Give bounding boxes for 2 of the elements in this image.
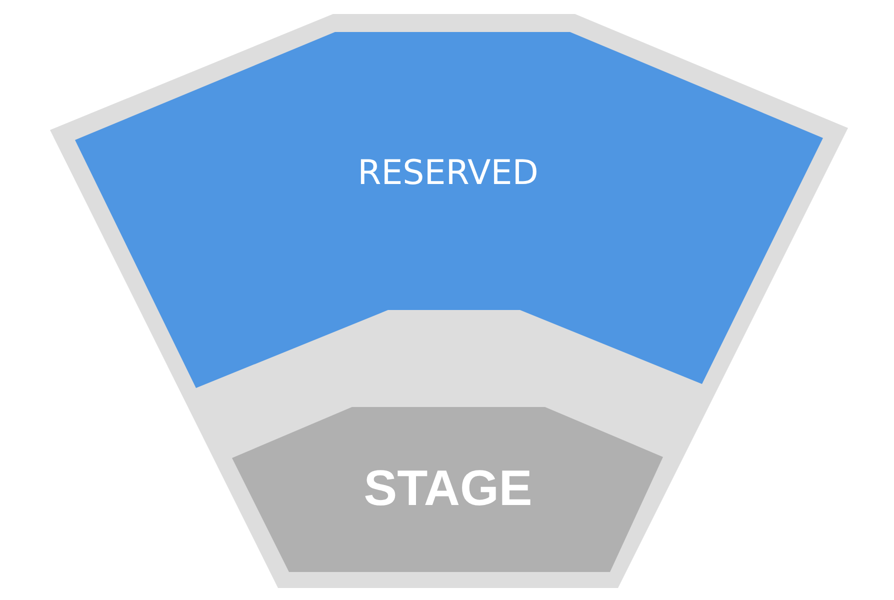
stage-label: STAGE	[364, 463, 532, 513]
section-label: RESERVED	[358, 156, 538, 190]
